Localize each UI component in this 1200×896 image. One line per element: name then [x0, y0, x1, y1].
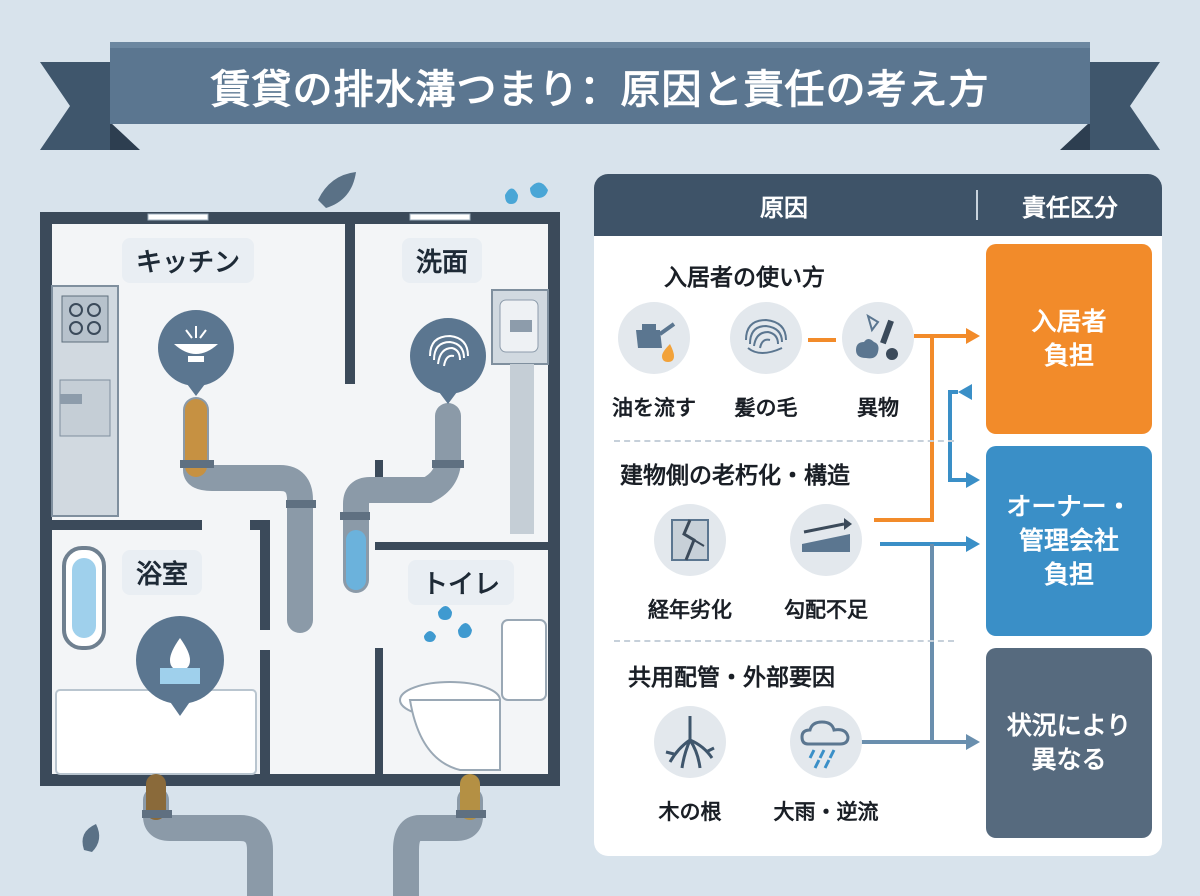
slope-icon	[790, 504, 862, 576]
section-title-building-aging: 建物側の老朽化・構造	[620, 463, 850, 489]
responsibility-owner-line2: 管理会社	[1018, 526, 1119, 556]
floor-plan	[40, 172, 560, 896]
cause-label-hair: 髪の毛	[734, 396, 798, 420]
header-responsibility: 責任区分	[1022, 193, 1118, 222]
rain-cloud-icon	[790, 706, 862, 778]
bathroom-drain-icon	[136, 616, 224, 716]
water-drop-icon	[505, 182, 548, 204]
responsibility-tenant-line2: 負担	[1043, 341, 1094, 370]
cause-label-oil: 油を流す	[612, 396, 696, 420]
washroom-hair-drain-icon	[410, 318, 486, 404]
room-label-toilet: トイレ	[408, 560, 515, 605]
section-divider	[614, 440, 954, 442]
cause-label-tree-roots: 木の根	[658, 800, 722, 824]
room-label-bathroom: 浴室	[122, 550, 203, 595]
water-splash-icon	[424, 606, 472, 642]
hair-icon	[730, 302, 802, 374]
oil-pot-icon	[618, 302, 690, 374]
section-title-external-factors: 共用配管・外部要因	[628, 665, 835, 691]
responsibility-owner-line1: オーナー・	[1006, 492, 1132, 522]
responsibility-owner-line3: 負担	[1043, 559, 1094, 589]
leaf-decoration-icon	[82, 172, 356, 852]
responsibility-varies-line2: 異なる	[1031, 745, 1107, 774]
header-separator	[976, 190, 978, 220]
header-cause: 原因	[760, 193, 808, 222]
responsibility-tenant: 入居者 負担	[986, 244, 1152, 434]
responsibility-varies: 状況により 異なる	[986, 648, 1152, 838]
responsibility-owner: オーナー・ 管理会社 負担	[986, 446, 1152, 636]
section-divider	[614, 640, 954, 642]
responsibility-varies-line1: 状況により	[1006, 711, 1132, 741]
cause-label-foreign-object: 異物	[857, 396, 899, 420]
responsibility-tenant-line1: 入居者	[1031, 307, 1107, 337]
table-header: 原因 責任区分	[594, 174, 1162, 236]
title-ribbon	[40, 42, 1160, 150]
cause-label-heavy-rain-backflow: 大雨・逆流	[773, 800, 879, 824]
cause-label-insufficient-slope: 勾配不足	[784, 598, 868, 622]
connector-arrows	[808, 328, 980, 750]
responsibility-table: 原因 責任区分 入居者の使い方 油を流す	[594, 174, 1162, 856]
kitchen-sink-drain-icon	[158, 310, 234, 396]
section-title-tenant-usage: 入居者の使い方	[664, 265, 825, 291]
room-label-washroom: 洗面	[402, 238, 483, 283]
cause-label-aging: 経年劣化	[648, 598, 732, 622]
tree-root-icon	[654, 706, 726, 778]
page-title: 賃貸の排水溝つまり：原因と責任の考え方	[210, 67, 990, 113]
room-label-kitchen: キッチン	[122, 238, 255, 283]
cracked-wall-icon	[654, 504, 726, 576]
foreign-object-icon	[842, 302, 914, 374]
